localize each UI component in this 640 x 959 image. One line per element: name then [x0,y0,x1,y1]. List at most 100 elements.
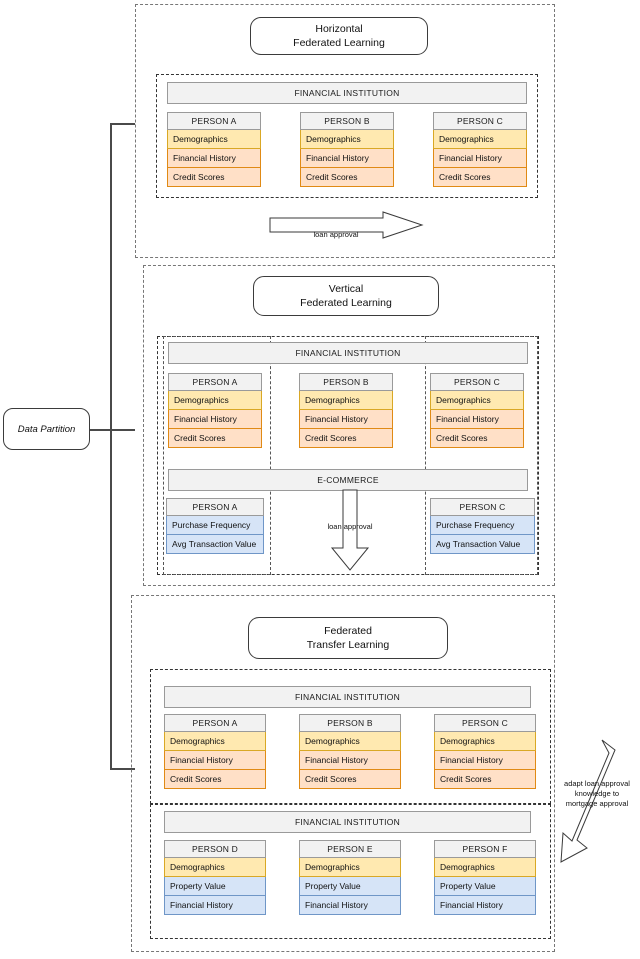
person-card-header: PERSON C [433,112,527,130]
attribute-row: Avg Transaction Value [166,535,264,554]
attribute-row: Purchase Frequency [430,516,535,535]
section-vertical [143,265,555,586]
bracket-vertical [110,123,112,768]
institution-group-financial [156,74,538,198]
attribute-row: Avg Transaction Value [430,535,535,554]
institution-group-top [150,669,551,804]
data-partition-label: Data Partition [17,423,76,435]
attribute-row: Demographics [433,130,527,149]
attribute-row: Demographics [434,732,536,751]
loan-approval-arrow-label: loan approval [313,230,359,239]
org-header-bar: FINANCIAL INSTITUTION [168,342,528,364]
attribute-row: Property Value [434,877,536,896]
attribute-row: Demographics [167,130,261,149]
attribute-row: Credit Scores [430,429,524,448]
attribute-row: Financial History [299,896,401,915]
person-card-header: PERSON C [434,714,536,732]
attribute-row: Demographics [299,732,401,751]
person-card-header: PERSON A [168,373,262,391]
attribute-row: Credit Scores [164,770,266,789]
attribute-row: Financial History [168,410,262,429]
attribute-row: Property Value [164,877,266,896]
party-column-person-c [425,336,538,575]
attribute-row: Financial History [430,410,524,429]
section-title-line1: Horizontal [315,23,363,35]
data-partition-node[interactable]: Data Partition [3,408,90,450]
bracket-stub-0 [110,123,135,125]
attribute-row: Demographics [299,858,401,877]
org-header-bar: FINANCIAL INSTITUTION [164,686,531,708]
org-header-bar: E-COMMERCE [168,469,528,491]
person-card-header: PERSON D [164,840,266,858]
person-card-header: PERSON C [430,498,535,516]
section-title-line2: Federated Learning [293,37,385,49]
attribute-row: Demographics [430,391,524,410]
attribute-row: Demographics [434,858,536,877]
attribute-row: Financial History [164,751,266,770]
section-horizontal [135,4,555,258]
person-card-header: PERSON B [299,714,401,732]
person-card-header: PERSON E [299,840,401,858]
section-title-line2: Federated Learning [300,297,392,309]
bracket-stub-2 [110,768,135,770]
attribute-row: Financial History [433,149,527,168]
attribute-row: Financial History [434,751,536,770]
person-card-header: PERSON B [300,112,394,130]
attribute-row: Demographics [164,858,266,877]
attribute-row: Financial History [300,149,394,168]
section-title-line1: Vertical [328,283,364,295]
knowledge-transfer-arrow-label: adapt loan approval knowledge to mortgag… [564,779,630,808]
party-column-person-a [163,336,271,575]
attribute-row: Credit Scores [434,770,536,789]
org-header-bar: FINANCIAL INSTITUTION [167,82,527,104]
person-card-header: PERSON F [434,840,536,858]
attribute-row: Demographics [164,732,266,751]
bracket-stub-left [90,429,112,431]
attribute-row: Property Value [299,877,401,896]
attribute-row: Credit Scores [168,429,262,448]
attribute-row: Credit Scores [299,770,401,789]
institution-group-bottom [150,804,551,939]
person-card-header: PERSON A [166,498,264,516]
person-card-header: PERSON C [430,373,524,391]
attribute-row: Demographics [168,391,262,410]
bracket-stub-1 [110,429,135,431]
person-card-header: PERSON A [167,112,261,130]
loan-approval-arrow-right [269,211,424,239]
vertical-institutions-group [157,336,539,575]
attribute-row: Purchase Frequency [166,516,264,535]
person-card-header: PERSON A [164,714,266,732]
attribute-row: Financial History [167,149,261,168]
attribute-row: Financial History [164,896,266,915]
attribute-row: Credit Scores [300,168,394,187]
loan-approval-arrow-down [330,489,370,571]
attribute-row: Financial History [299,410,393,429]
loan-approval-arrow-label: loan approval [327,522,373,531]
section-title-line1: Federated [324,625,372,637]
person-card-header: PERSON B [299,373,393,391]
attribute-row: Credit Scores [167,168,261,187]
attribute-row: Credit Scores [433,168,527,187]
attribute-row: Demographics [300,130,394,149]
